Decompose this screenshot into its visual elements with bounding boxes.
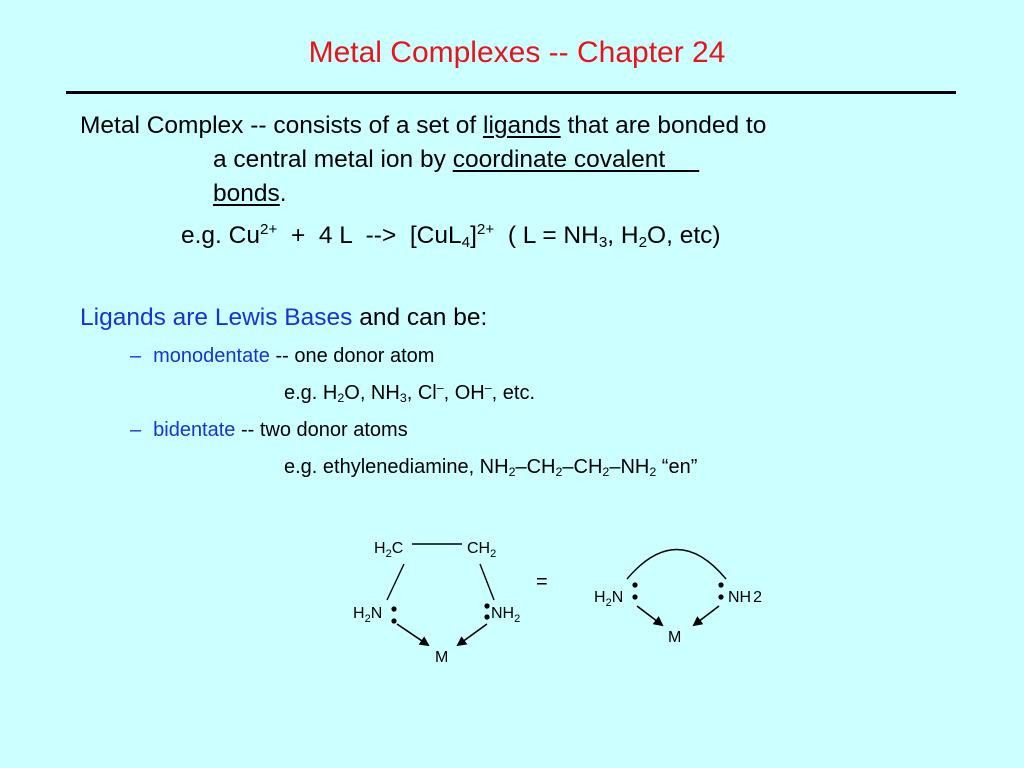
bi-ex-c: –CH <box>562 456 603 478</box>
mono-ex-b: O, NH <box>344 382 400 404</box>
lone-pair-dot <box>718 582 724 588</box>
bullet-dash: – <box>130 419 142 441</box>
ligands-term: ligands <box>483 112 561 139</box>
title-divider <box>66 91 956 94</box>
lone-pair-dot <box>718 594 724 600</box>
lone-pair-dot <box>391 618 397 624</box>
bullet-bidentate: –bidentate -- two donor atoms <box>130 419 408 442</box>
definition-lead: Metal Complex -- consists of a set of <box>80 112 484 139</box>
definition-line-2: a central metal ion by coordinate covale… <box>213 146 699 174</box>
simple-metal-label: M <box>668 629 681 646</box>
bi-ex-a: e.g. ethylenediamine, NH <box>284 456 509 478</box>
equals-sign: = <box>536 571 548 593</box>
ligands-lewis-bases: Ligands are Lewis Bases <box>80 304 353 331</box>
definition-line2-lead: a central metal ion by <box>213 146 453 173</box>
slide-title: Metal Complexes -- Chapter 24 <box>308 36 726 69</box>
mono-ex-e: , etc. <box>491 382 536 404</box>
ring-nh2-label: NH2 <box>491 605 520 625</box>
eq-eg: e.g. Cu <box>181 222 260 249</box>
monodentate-example: e.g. H2O, NH3, Cl–, OH–, etc. <box>284 380 536 406</box>
bi-ex-sub-2: 2 <box>555 465 563 480</box>
simple-coordinate-arrow-right <box>692 605 720 627</box>
bi-ex-sub-3: 2 <box>602 465 610 480</box>
en-backbone-arc <box>626 548 727 580</box>
mono-ex-a: e.g. H <box>284 382 338 404</box>
monodentate-label: monodentate <box>153 345 270 367</box>
mono-ex-d: , OH <box>443 382 485 404</box>
ring-h2n-label: H2N <box>353 605 382 625</box>
bullet-dash: – <box>130 345 142 367</box>
bidentate-example: e.g. ethylenediamine, NH2–CH2–CH2–NH2 “e… <box>284 456 697 479</box>
eq-sub-4: 4 <box>461 233 471 251</box>
bi-ex-sub-1: 2 <box>508 465 516 480</box>
lone-pair-dot <box>484 603 490 609</box>
mono-ex-minus-2: – <box>484 380 492 395</box>
bi-ex-e: “en” <box>656 456 698 478</box>
ring-cn-bond-left <box>386 563 405 601</box>
lone-pair-dot <box>632 594 638 600</box>
bidentate-desc: -- two donor atoms <box>235 419 408 441</box>
mono-ex-minus-1: – <box>436 380 444 395</box>
ligands-heading: Ligands are Lewis Bases and can be: <box>80 304 487 332</box>
eq-bracket: ] <box>470 222 477 249</box>
eq-end: O, etc) <box>647 222 721 249</box>
bi-ex-sub-4: 2 <box>649 465 657 480</box>
mono-ex-sub-2: 3 <box>399 391 407 406</box>
coordinate-bond-arrow-left <box>396 623 430 647</box>
coordinate-covalent-term: coordinate covalent <box>452 146 700 173</box>
eq-sub-2: 2 <box>638 233 648 251</box>
bidentate-label: bidentate <box>153 419 236 441</box>
simple-coordinate-arrow-left <box>636 605 664 627</box>
bullet-monodentate: –monodentate -- one donor atom <box>130 345 434 368</box>
ligands-heading-rest: and can be: <box>352 304 488 331</box>
definition-after-ligands: that are bonded to <box>560 112 767 139</box>
ring-cn-bond-right <box>479 563 495 601</box>
simple-h2n-label: H2N <box>594 589 623 609</box>
definition-line-3: bonds. <box>213 180 287 208</box>
eq-sub-3: 3 <box>598 233 608 251</box>
mono-ex-sub-1: 2 <box>337 391 345 406</box>
ring-ch2-label: CH2 <box>467 540 496 560</box>
bi-ex-d: –NH <box>609 456 650 478</box>
ring-h2c-label: H2C <box>374 540 403 560</box>
eq-comma-h: , H <box>607 222 639 249</box>
mono-ex-c: , Cl <box>406 382 437 404</box>
definition-line-1: Metal Complex -- consists of a set of li… <box>80 112 766 140</box>
complex-formation-equation: e.g. Cu2+ + 4 L --> [CuL4]2+ ( L = NH3, … <box>181 222 721 250</box>
eq-l-def: ( L = NH <box>494 222 599 249</box>
lone-pair-dot <box>632 582 638 588</box>
eq-mid: + 4 L --> [CuL <box>277 222 462 249</box>
ring-metal-label: M <box>435 649 448 666</box>
eq-charge-complex: 2+ <box>476 220 495 238</box>
lone-pair-dot <box>391 606 397 612</box>
lone-pair-dot <box>484 614 490 620</box>
coordinate-bond-arrow-right <box>456 623 488 647</box>
bonds-term: bonds <box>213 180 280 207</box>
bonds-period: . <box>279 180 287 207</box>
eq-charge-cu: 2+ <box>260 220 278 238</box>
monodentate-desc: -- one donor atom <box>269 345 435 367</box>
bi-ex-b: –CH <box>515 456 556 478</box>
